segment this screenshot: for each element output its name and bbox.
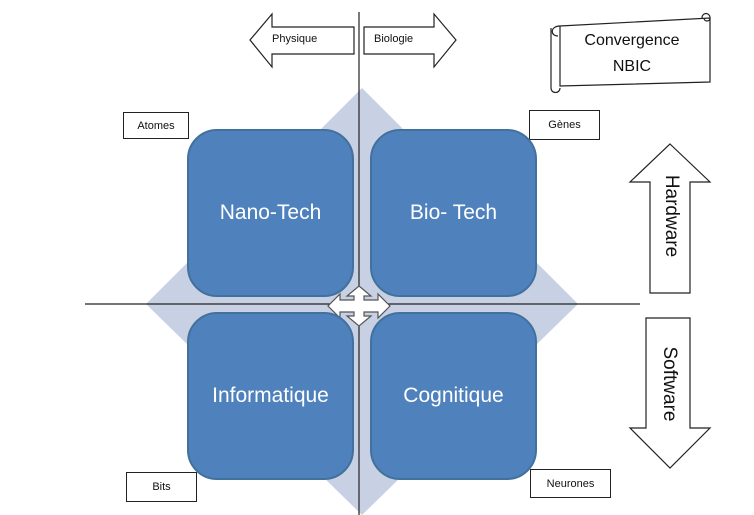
label-bits: Bits <box>126 472 197 502</box>
label-neurones: Neurones <box>530 469 611 498</box>
quadrant-informatique: Informatique <box>187 312 354 480</box>
quadrant-cognitique-label: Cognitique <box>403 384 504 407</box>
biologie-right-arrow <box>363 12 457 69</box>
quadrant-nano-tech: Nano-Tech <box>187 129 354 297</box>
quadrant-bio-tech: Bio- Tech <box>370 129 537 297</box>
quadrant-cognitique: Cognitique <box>370 312 537 480</box>
quadrant-informatique-label: Informatique <box>212 384 329 407</box>
quadrant-bio-tech-label: Bio- Tech <box>409 201 498 224</box>
scroll-title-line1: Convergence <box>584 32 680 49</box>
label-atomes: Atomes <box>123 112 189 139</box>
physique-left-arrow <box>249 12 355 69</box>
label-genes: Gènes <box>529 110 600 140</box>
biologie-label: Biologie <box>374 33 414 45</box>
physique-label: Physique <box>272 33 318 45</box>
quadrant-nano-tech-label: Nano-Tech <box>219 201 322 224</box>
hardware-label: Hardware <box>661 174 682 258</box>
software-down-arrow <box>628 317 712 469</box>
scroll-title-line2: NBIC <box>612 58 652 75</box>
hardware-up-arrow <box>628 143 712 294</box>
software-label: Software <box>659 346 680 422</box>
four-way-arrow-icon <box>327 285 391 327</box>
scroll-banner-icon <box>550 12 711 94</box>
